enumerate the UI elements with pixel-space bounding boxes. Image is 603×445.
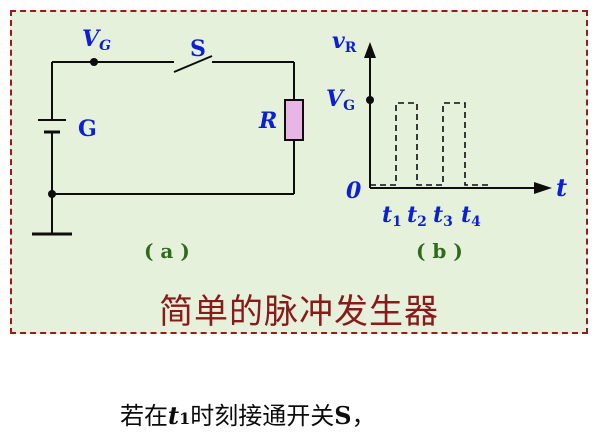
vg-graph-label: VG: [326, 86, 355, 114]
panel-a-label: ( a ): [144, 239, 190, 263]
footer-middle: 时刻接通开关: [190, 402, 335, 430]
panel-b-label: ( b ): [416, 239, 463, 263]
t3-label: t3: [433, 202, 453, 230]
resistor-label: R: [258, 108, 277, 134]
node-vg: [90, 58, 98, 66]
resistor: [284, 99, 304, 141]
pulse-waveform: [370, 102, 490, 186]
t-axis-label: t: [556, 173, 567, 202]
figure-caption: 简单的脉冲发生器: [159, 292, 439, 332]
footer-suffix: ，: [351, 402, 376, 430]
switch-arm: [173, 55, 213, 73]
x-axis-arrow: [534, 182, 552, 194]
circuit-a: [32, 55, 304, 236]
vr-label: vR: [332, 28, 357, 56]
figure-panel: VG S G R ( a ) vR VG 0 t t1 t2 t3 t4 ( b…: [10, 10, 588, 334]
footer-t-sub: 1: [179, 409, 191, 428]
diagram-svg: VG S G R ( a ) vR VG 0 t t1 t2 t3 t4 ( b…: [32, 26, 567, 263]
t4-label: t4: [461, 202, 481, 230]
footer-t: t: [168, 401, 180, 430]
t1-label: t1: [382, 202, 402, 230]
vg-axis-node: [366, 96, 374, 104]
origin-label: 0: [346, 178, 362, 204]
switch-label: S: [190, 36, 206, 62]
footer-sentence: 若在 t 1 时刻接通开关 S ，: [120, 396, 376, 431]
footer-prefix: 若在: [120, 402, 168, 430]
t2-label: t2: [407, 202, 427, 230]
y-axis-arrow: [364, 42, 376, 58]
node-bottom: [48, 190, 56, 198]
battery-label: G: [78, 116, 97, 142]
footer-switch: S: [334, 401, 352, 430]
vg-label: VG: [82, 26, 111, 54]
graph-b: [364, 42, 552, 194]
